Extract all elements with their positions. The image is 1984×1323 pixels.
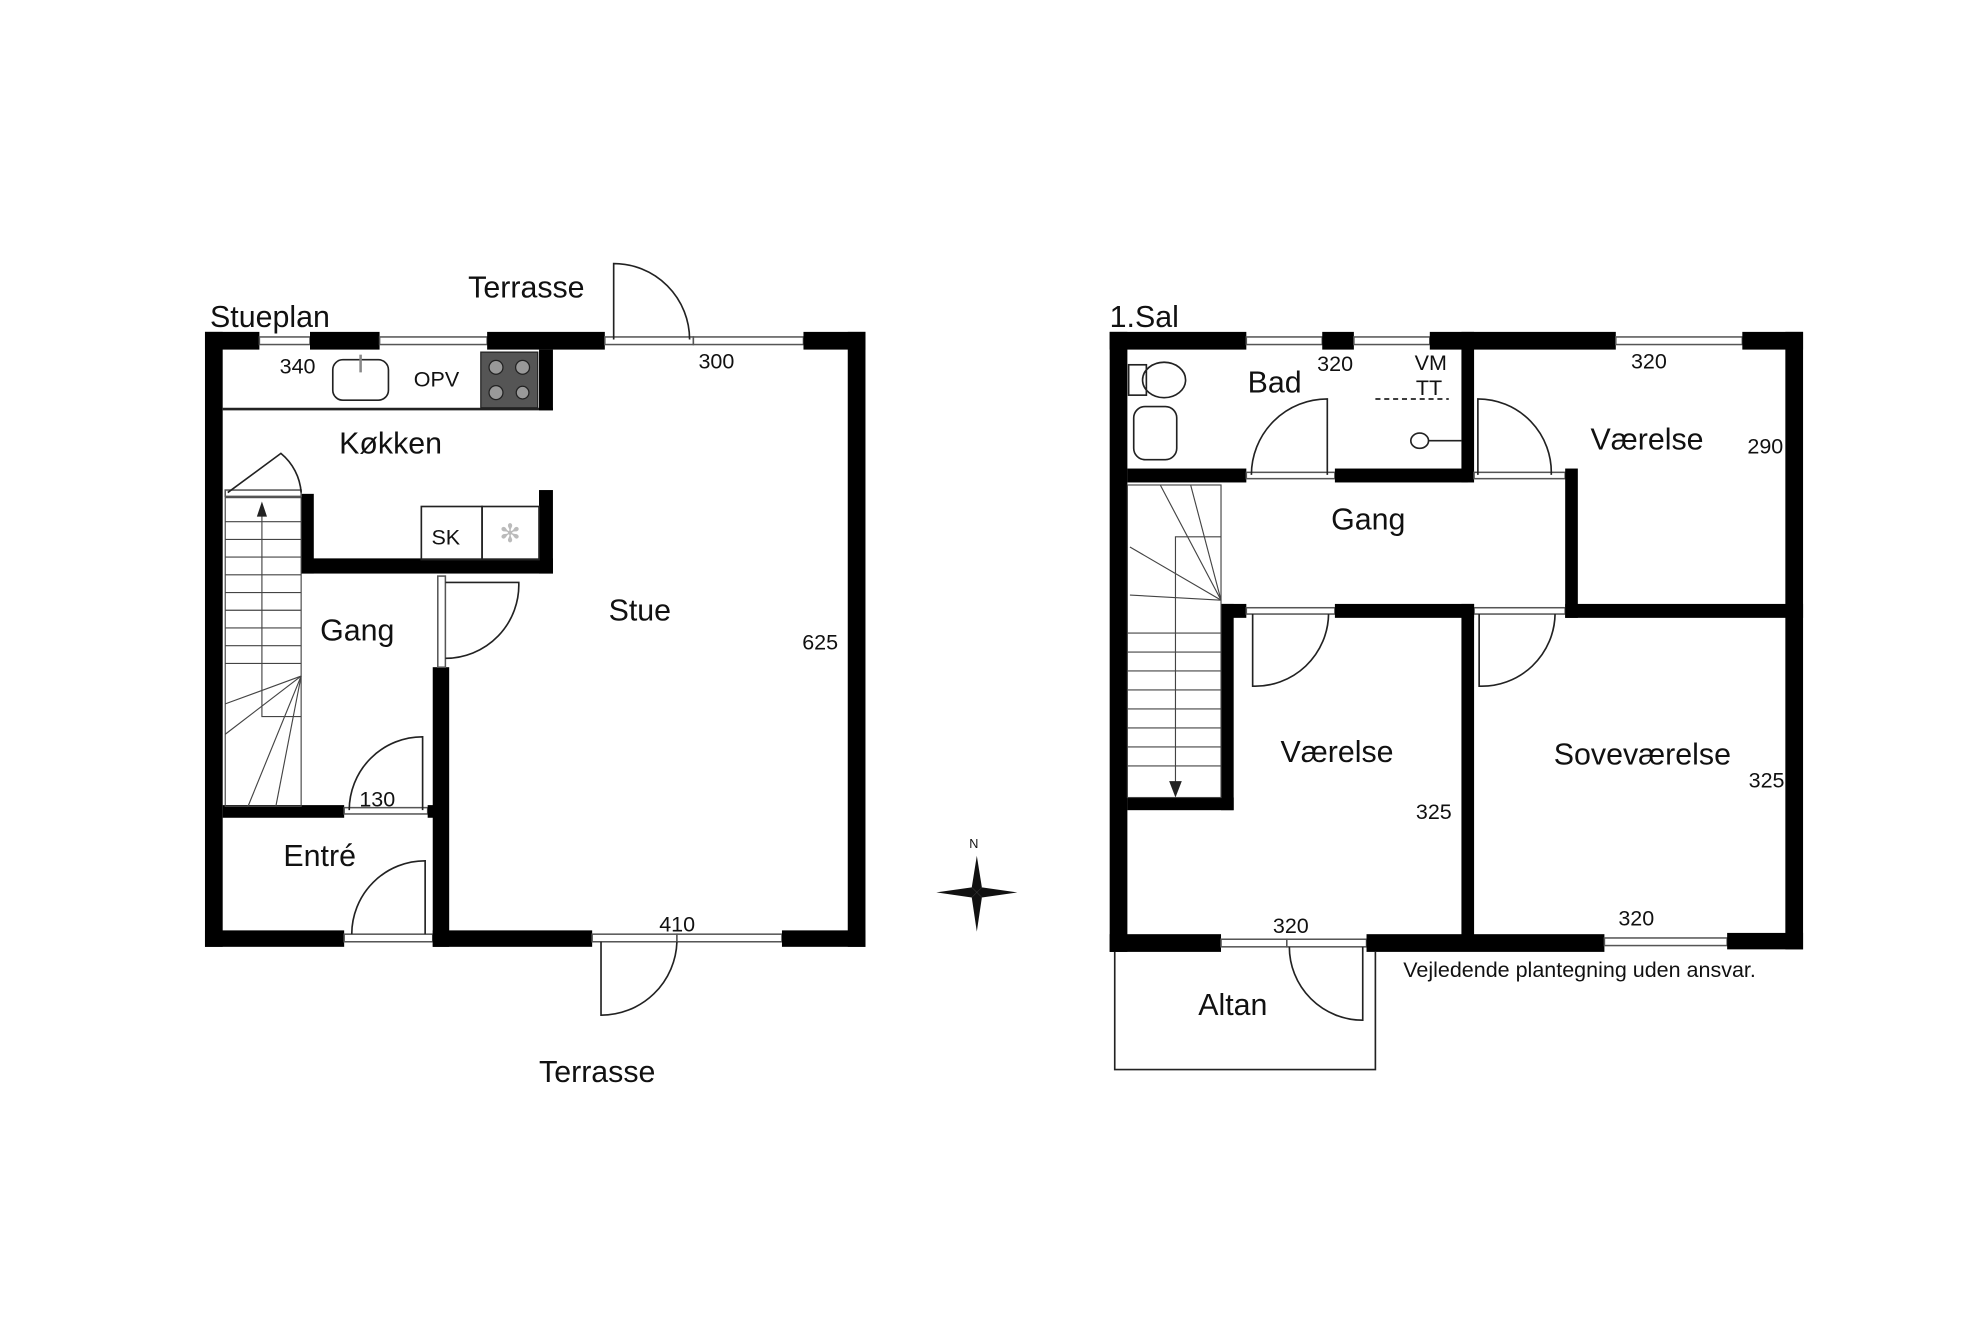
toilet-icon xyxy=(1127,361,1187,399)
fridge xyxy=(481,505,540,561)
dimension-label: 325 xyxy=(1749,768,1785,792)
stove-icon xyxy=(480,351,539,409)
balcony-door-swing xyxy=(1288,946,1364,1022)
staircase-up xyxy=(224,452,302,807)
dimension-label: 325 xyxy=(1416,800,1452,824)
disclaimer: Vejledende plantegning uden ansvar. xyxy=(1403,958,1756,982)
dimension-label: 130 xyxy=(359,787,395,811)
dimension-label: 340 xyxy=(280,355,316,379)
dimension-label: 410 xyxy=(659,913,695,937)
staircase-down xyxy=(1126,484,1222,799)
fixture-label: TT xyxy=(1416,376,1442,400)
room-label: Køkken xyxy=(339,427,442,460)
room-label: Stue xyxy=(609,594,671,627)
bath-door-swing xyxy=(1250,398,1329,475)
fixture-label: VM xyxy=(1415,351,1447,375)
shower-icon xyxy=(1409,432,1430,450)
dimension-label: 300 xyxy=(698,350,734,374)
dimension-label: 320 xyxy=(1618,906,1654,930)
fixture-label: OPV xyxy=(414,367,460,391)
compass-north: N xyxy=(969,837,978,851)
room-label: Værelse xyxy=(1590,424,1703,457)
fixture-label: SK xyxy=(431,525,460,549)
room-label: Gang xyxy=(320,615,394,648)
hall-door-swing xyxy=(348,735,424,811)
fan-icon: ✻ xyxy=(499,520,520,548)
ground-floor-plan: ✻ Stueplan Terrasse Terrasse Køkken Gang xyxy=(204,262,866,1089)
entrance-door-swing xyxy=(350,859,426,935)
room-label: Soveværelse xyxy=(1554,739,1731,772)
room-door-swing xyxy=(1251,614,1330,687)
dimension-label: 320 xyxy=(1273,914,1309,938)
living-door-swing xyxy=(445,581,520,660)
dimension-label: 625 xyxy=(802,630,838,654)
dimension-label: 320 xyxy=(1317,352,1353,376)
first-floor-plan: 1.Sal Bad Gang Værelse Værelse Soveværel… xyxy=(1109,301,1804,1071)
floor-title: Stueplan xyxy=(210,301,330,334)
floor-title: 1.Sal xyxy=(1110,301,1179,334)
terrace-label: Terrasse xyxy=(468,272,584,305)
washbasin-icon xyxy=(1132,405,1178,461)
room-door-swing xyxy=(1477,398,1553,475)
room-label: Værelse xyxy=(1280,736,1393,769)
bedroom-door-swing xyxy=(1478,614,1556,687)
balcony-outline xyxy=(1113,951,1377,1071)
dimension-label: 320 xyxy=(1631,350,1667,374)
compass-icon: N xyxy=(936,837,1018,932)
dimension-label: 290 xyxy=(1747,434,1783,458)
terrace-door-swing xyxy=(612,262,691,340)
terrace-door-swing xyxy=(600,941,678,1016)
room-label: Altan xyxy=(1198,989,1267,1022)
room-label: Entré xyxy=(283,840,356,873)
room-label: Bad xyxy=(1248,367,1302,400)
room-label: Gang xyxy=(1331,503,1405,536)
terrace-label: Terrasse xyxy=(539,1056,655,1089)
